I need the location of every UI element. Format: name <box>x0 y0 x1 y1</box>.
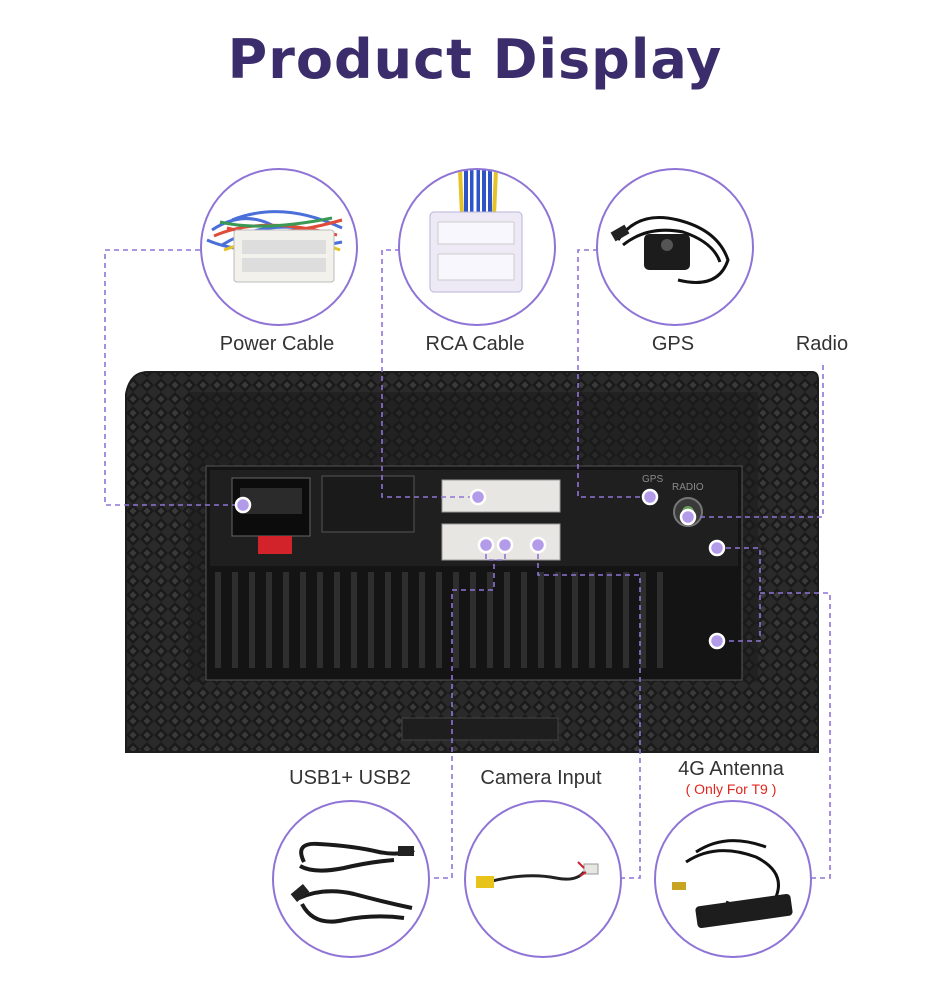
rca-cable-label: RCA Cable <box>425 333 525 355</box>
camera-input-label: Camera Input <box>480 767 602 789</box>
antenna-4g-image <box>654 800 812 958</box>
connector-lines <box>104 249 831 879</box>
radio-label: Radio <box>795 333 849 355</box>
usb-cable-image <box>272 800 430 958</box>
head-unit-rear: GPS RADIO <box>125 371 819 753</box>
gps-label: GPS <box>651 333 695 355</box>
panel-gps-text: GPS <box>642 474 663 485</box>
panel-radio-text: RADIO <box>672 482 704 493</box>
power-cable-image <box>200 168 358 326</box>
usb-label: USB1+ USB2 <box>289 767 411 789</box>
camera-input-image <box>464 800 622 958</box>
connector-dots <box>234 488 726 650</box>
power-cable-label: Power Cable <box>219 333 335 355</box>
page-title: Product Display <box>227 28 723 91</box>
vent-slots <box>215 572 663 668</box>
antenna-note: ( Only For T9 ) <box>685 781 777 797</box>
rca-cable-image <box>398 168 556 326</box>
gps-image <box>596 168 754 326</box>
antenna-4g-label: 4G Antenna <box>678 758 784 780</box>
fuse <box>258 536 292 554</box>
